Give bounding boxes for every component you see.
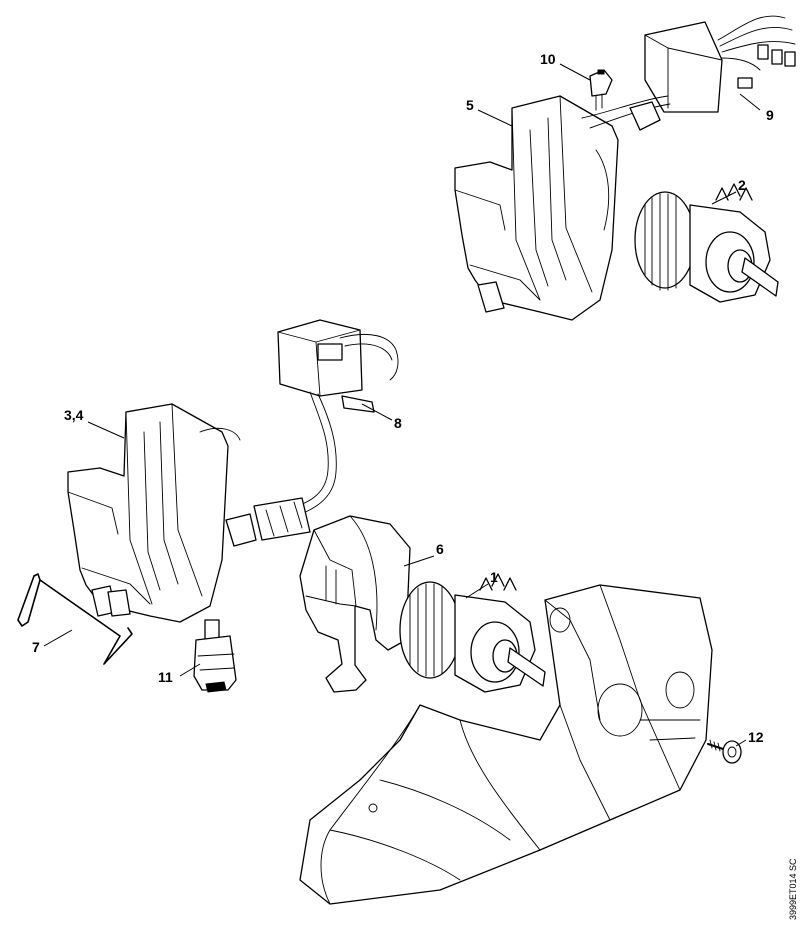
callout-1: 1 xyxy=(490,569,498,585)
drawing-code: 3999ET014 SC xyxy=(788,858,798,920)
callout-12: 12 xyxy=(748,729,764,745)
part-12-screw xyxy=(707,739,742,764)
part-number-callouts: 1 2 3,4 5 6 7 8 9 10 11 12 xyxy=(32,51,774,745)
part-8-wiring-module xyxy=(225,319,399,547)
callout-5: 5 xyxy=(466,97,474,113)
part-9-electronic-module xyxy=(644,15,796,113)
part-6-fan-housing xyxy=(299,515,411,693)
callout-3-4: 3,4 xyxy=(64,407,84,423)
callout-10: 10 xyxy=(540,51,556,67)
part-3-4-handle-housing xyxy=(67,403,241,623)
callout-2: 2 xyxy=(738,177,746,193)
leader-lines xyxy=(43,63,761,747)
callout-9: 9 xyxy=(766,107,774,123)
part-2-electric-motor xyxy=(634,183,779,303)
part-10-switch xyxy=(589,69,613,111)
main-housing-shell xyxy=(299,584,713,905)
part-7-wire-clip xyxy=(17,573,133,665)
callout-7: 7 xyxy=(32,639,40,655)
callout-11: 11 xyxy=(158,669,173,685)
part-1-electric-motor xyxy=(399,573,546,693)
callout-8: 8 xyxy=(394,415,402,431)
part-5-handle-housing xyxy=(454,95,671,321)
part-11-trigger-switch xyxy=(193,619,237,693)
callout-6: 6 xyxy=(436,541,444,557)
